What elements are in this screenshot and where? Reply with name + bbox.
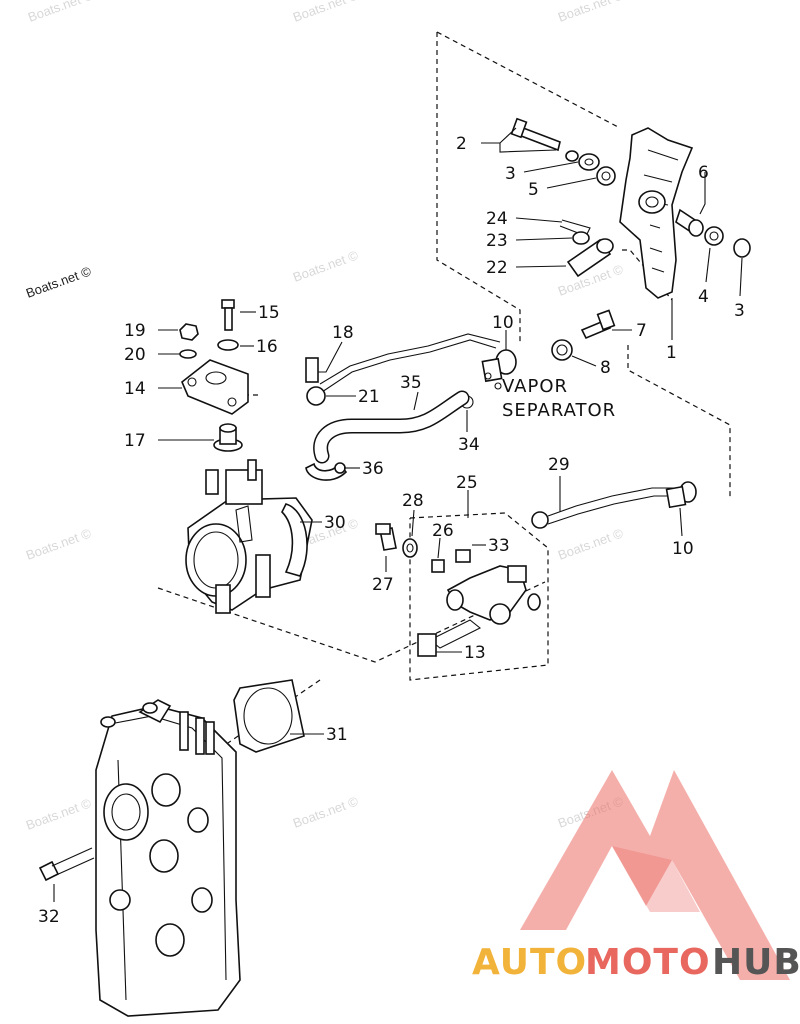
- callout-16: 16: [256, 337, 278, 357]
- linkage-rod-upper: [305, 333, 517, 409]
- hardware-27-28: [375, 523, 418, 558]
- callout-21: 21: [358, 387, 380, 407]
- callout-33: 33: [488, 536, 510, 556]
- callout-25: 25: [456, 473, 478, 493]
- logo-auto: AUTO: [472, 942, 587, 983]
- callout-14: 14: [124, 379, 146, 399]
- callout-3: 3: [734, 301, 745, 321]
- callout-2: 2: [456, 134, 467, 154]
- callout-30: 30: [324, 513, 346, 533]
- throttle-body-30: [185, 459, 313, 614]
- callout-32: 32: [38, 907, 60, 927]
- callout-6: 6: [698, 163, 709, 183]
- watermark: Boats.net ©: [556, 525, 626, 563]
- callout-7: 7: [636, 321, 647, 341]
- callout-35: 35: [400, 373, 422, 393]
- logo-mark: [520, 770, 790, 980]
- callout-4: 4: [698, 287, 709, 307]
- logo-moto: MOTO: [585, 942, 711, 983]
- watermark: Boats.net ©: [291, 0, 361, 25]
- callout-24: 24: [486, 209, 508, 229]
- watermark: Boats.net ©: [24, 525, 94, 563]
- callout-15: 15: [258, 303, 280, 323]
- callout-23: 23: [486, 231, 508, 251]
- annotation-vapor: VAPOR: [502, 376, 568, 397]
- vapor-separator-note: VAPOR SEPARATOR: [502, 376, 616, 421]
- callout-1: 1: [666, 343, 677, 363]
- callout-labels: 2 3 5 6 24 23 22 4 3 7 1 8 10 15 19 16 2…: [38, 134, 745, 927]
- callout-19: 19: [124, 321, 146, 341]
- hose-35: [305, 390, 470, 481]
- gasket-31: [233, 679, 305, 753]
- callout-5: 5: [528, 180, 539, 200]
- logo-hub: HUB: [712, 942, 800, 983]
- watermark: Boats.net ©: [26, 0, 96, 25]
- watermark: Boats.net ©: [24, 795, 94, 833]
- callout-27: 27: [372, 575, 394, 595]
- automotohub-logo: AUTO MOTO HUB: [472, 770, 800, 983]
- sensor-assembly-25: [417, 549, 541, 657]
- annotation-separator: SEPARATOR: [502, 400, 616, 421]
- watermark: Boats.net ©: [291, 247, 361, 285]
- intake-manifold: [38, 699, 241, 1017]
- bracket-14: [179, 299, 249, 452]
- leader-lines: [53, 127, 743, 902]
- callout-10: 10: [672, 539, 694, 559]
- watermark: Boats.net ©: [291, 793, 361, 831]
- callout-3: 3: [505, 164, 516, 184]
- callout-28: 28: [402, 491, 424, 511]
- callout-13: 13: [464, 643, 486, 663]
- linkage-rod-29: [531, 481, 697, 529]
- watermark: Boats.net ©: [556, 0, 626, 25]
- callout-31: 31: [326, 725, 348, 745]
- callout-34: 34: [458, 435, 480, 455]
- throttle-lever-assembly: [510, 117, 751, 361]
- callout-10: 10: [492, 313, 514, 333]
- watermark: Boats.net ©: [24, 263, 94, 301]
- callout-26: 26: [432, 521, 454, 541]
- callout-29: 29: [548, 455, 570, 475]
- callout-20: 20: [124, 345, 146, 365]
- callout-18: 18: [332, 323, 354, 343]
- callout-22: 22: [486, 258, 508, 278]
- callout-17: 17: [124, 431, 146, 451]
- callout-36: 36: [362, 459, 384, 479]
- callout-8: 8: [600, 358, 611, 378]
